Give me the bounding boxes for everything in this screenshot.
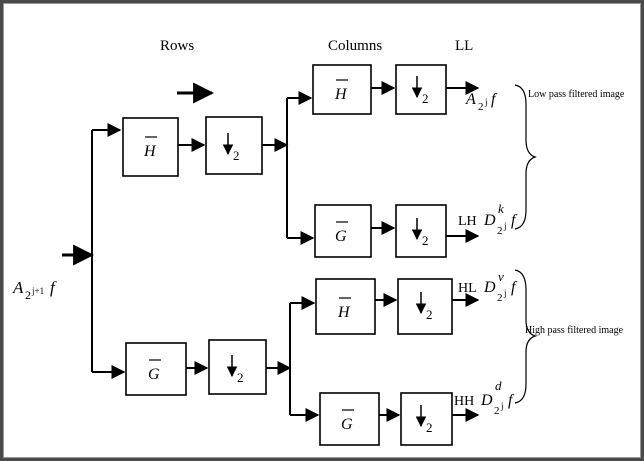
output-hl-label: HL D v 2 j f — [458, 269, 518, 304]
row-h-filter-box — [122, 117, 179, 177]
high-pass-brace — [514, 269, 537, 404]
svg-text:D: D — [483, 212, 496, 229]
downsample-symbol-4: 2 — [226, 355, 244, 385]
svg-text:HH: HH — [454, 394, 474, 409]
input-label: A 2 j+1 f — [12, 278, 57, 302]
columns-header: Columns — [328, 38, 382, 54]
downsample-symbol-6: 2 — [415, 405, 433, 435]
downsample-symbol-3: 2 — [411, 218, 429, 248]
svg-text:j: j — [484, 97, 488, 107]
svg-text:2: 2 — [426, 420, 433, 435]
input-label-sub: 2 — [25, 288, 31, 302]
svg-text:HL: HL — [458, 281, 477, 296]
input-label-func: f — [50, 278, 57, 297]
col-h-filter-box-1 — [312, 64, 372, 115]
svg-text:H: H — [143, 143, 157, 160]
col-downsample-box-1 — [395, 64, 447, 115]
svg-text:j: j — [503, 288, 507, 298]
svg-text:v: v — [498, 269, 504, 284]
svg-text:2: 2 — [422, 233, 429, 248]
svg-text:G: G — [335, 228, 347, 245]
svg-text:D: D — [483, 279, 496, 296]
downsample-symbols: 2 2 2 2 2 2 — [222, 76, 433, 435]
ll-header: LL — [455, 38, 473, 54]
svg-text:f: f — [511, 212, 518, 229]
col-downsample-box-4 — [400, 392, 453, 446]
row-h-symbol: H — [143, 136, 157, 160]
svg-text:A: A — [465, 91, 476, 108]
col-g-filter-box-1 — [314, 204, 372, 258]
svg-text:H: H — [334, 86, 348, 103]
col-downsample-box-3 — [397, 278, 453, 335]
svg-text:f: f — [511, 279, 518, 296]
rows-header: Rows — [160, 38, 194, 54]
low-pass-brace — [514, 84, 537, 230]
filter-symbols: H H G G H G — [143, 79, 354, 433]
input-label-base: A — [12, 278, 24, 297]
downsample-symbol-5: 2 — [415, 292, 433, 322]
svg-text:k: k — [498, 201, 504, 216]
row-g-symbol: G — [148, 359, 161, 383]
svg-text:D: D — [480, 392, 493, 409]
svg-text:2: 2 — [233, 148, 240, 163]
output-lh-label: LH D k 2 j f — [458, 201, 518, 237]
filter-boxes — [122, 64, 453, 446]
svg-text:2: 2 — [422, 91, 429, 106]
input-label-exponent: j+1 — [31, 286, 44, 296]
col-downsample-box-2 — [395, 204, 447, 258]
downsample-symbol-2: 2 — [411, 76, 429, 106]
svg-text:2: 2 — [478, 101, 484, 113]
col-g-filter-box-2 — [319, 392, 380, 446]
svg-text:H: H — [337, 304, 351, 321]
svg-text:2: 2 — [497, 292, 503, 304]
output-hh-label: HH D d 2 j f — [454, 378, 515, 417]
svg-text:2: 2 — [494, 405, 500, 417]
low-pass-annotation: Low pass filtered image — [528, 89, 625, 100]
svg-text:LH: LH — [458, 214, 477, 229]
svg-text:f: f — [491, 91, 498, 108]
row-g-filter-box — [125, 342, 187, 396]
svg-text:2: 2 — [237, 370, 244, 385]
svg-text:d: d — [495, 378, 502, 393]
col-h-symbol-2: H — [337, 297, 351, 321]
col-h-filter-box-2 — [315, 278, 376, 335]
input-wiring — [62, 81, 480, 422]
svg-text:j: j — [503, 221, 507, 231]
svg-text:2: 2 — [426, 307, 433, 322]
svg-text:f: f — [508, 392, 515, 409]
col-g-symbol-1: G — [335, 221, 348, 245]
col-h-symbol-1: H — [334, 79, 348, 103]
svg-text:G: G — [341, 416, 353, 433]
svg-text:j: j — [500, 401, 504, 411]
output-ll-label: A 2 j f — [465, 91, 498, 113]
row-downsample-box-1 — [205, 116, 263, 175]
svg-text:2: 2 — [497, 225, 503, 237]
svg-text:G: G — [148, 366, 160, 383]
high-pass-annotation: High pass filtered image — [525, 325, 624, 336]
col-g-symbol-2: G — [341, 409, 354, 433]
row-downsample-box-2 — [208, 339, 267, 395]
downsample-symbol-1: 2 — [222, 133, 240, 163]
